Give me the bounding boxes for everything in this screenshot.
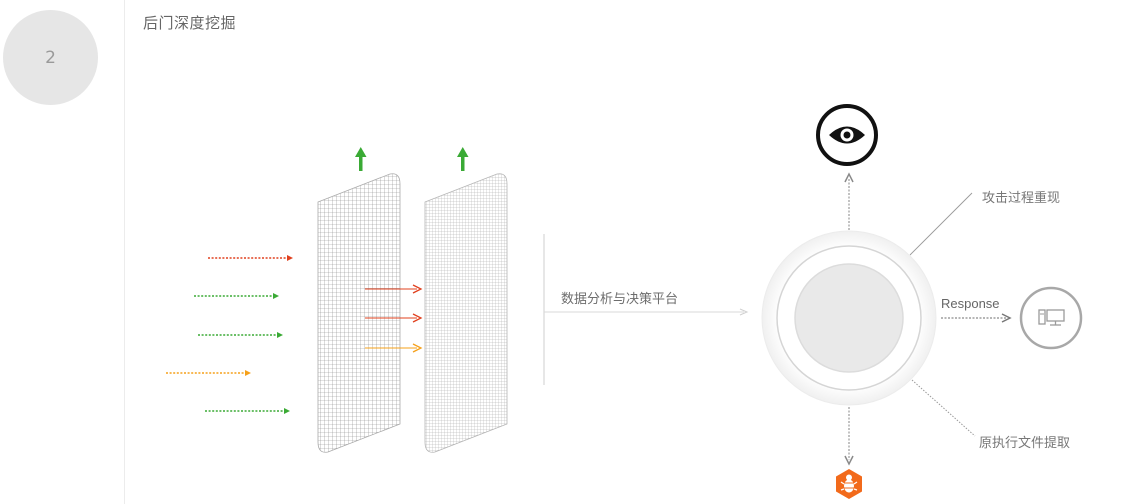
arrow-to-bug	[844, 407, 854, 466]
file-extract-connector	[911, 379, 976, 437]
platform-label: 数据分析与决策平台	[561, 292, 679, 307]
incoming-traffic-arrows	[166, 255, 293, 414]
analysis-core	[761, 230, 937, 406]
arrow-to-eye	[844, 172, 854, 230]
file-extract-label: 原执行文件提取	[979, 436, 1071, 451]
response-connector	[941, 313, 1012, 323]
attack-replay-connector	[909, 192, 973, 256]
filter-panel-2	[424, 173, 508, 453]
incoming-arrow-green-2	[198, 332, 283, 338]
incoming-arrow-green-1	[194, 293, 279, 299]
eye-icon	[816, 104, 878, 166]
incoming-arrow-orange	[166, 370, 251, 376]
step-number-badge: 2	[3, 10, 98, 105]
platform-connector	[543, 234, 749, 385]
attack-replay-label: 攻击过程重现	[982, 191, 1061, 206]
computer-icon	[1019, 286, 1083, 350]
up-arrow-icon	[457, 147, 469, 171]
between-panel-arrows	[365, 284, 423, 353]
sidebar-divider	[124, 0, 125, 504]
filter-panel-1	[317, 173, 401, 453]
step-number: 2	[45, 47, 56, 68]
incoming-arrow-red	[208, 255, 293, 261]
response-label: Response	[941, 296, 1000, 311]
up-arrow-icon	[355, 147, 367, 171]
bug-icon	[836, 469, 862, 499]
incoming-arrow-green-3	[205, 408, 290, 414]
section-title: 后门深度挖掘	[143, 14, 237, 32]
